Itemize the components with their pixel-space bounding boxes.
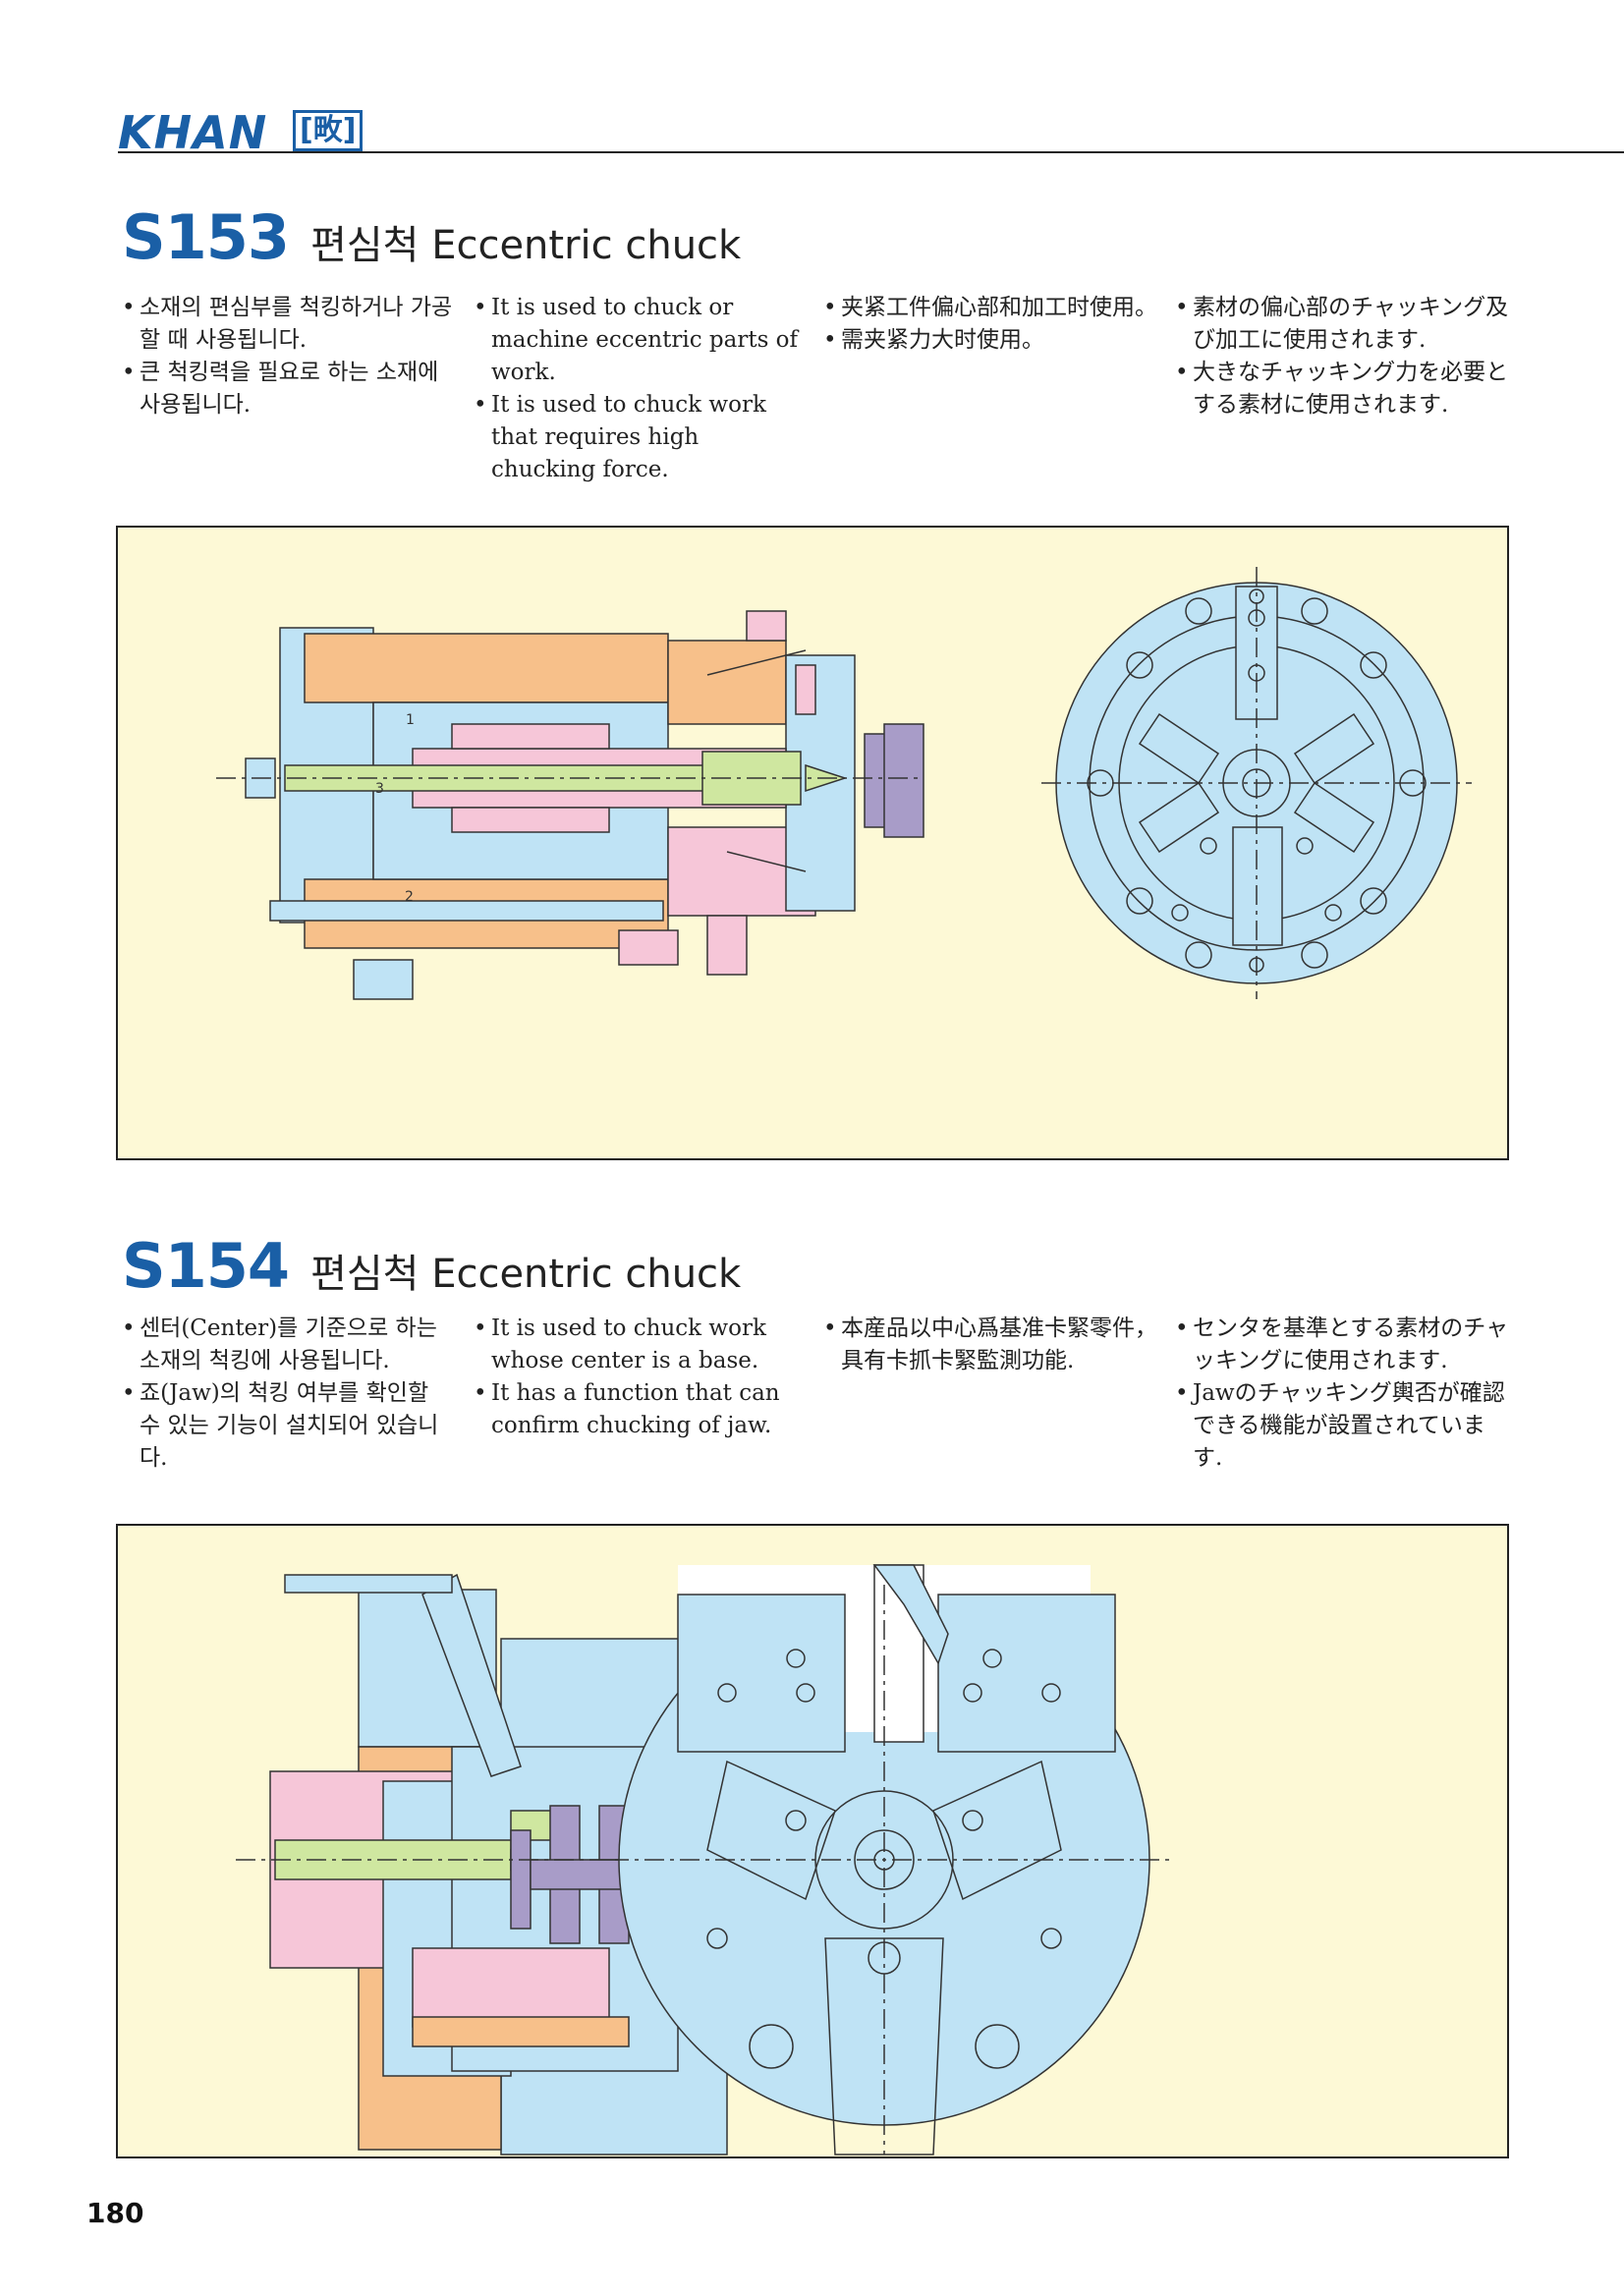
description-zh: 夹紧工件偏心部和加工时使用。 需夹紧力大时使用。: [823, 292, 1157, 357]
description-ko: 센터(Center)를 기준으로 하는 소재의 척킹에 사용됩니다. 죠(Jaw…: [122, 1313, 456, 1475]
desc-ja-item: 素材の偏心部のチャッキング及び加工に使用されます.: [1175, 292, 1513, 357]
desc-zh-item: 需夹紧力大时使用。: [823, 324, 1157, 357]
description-en: It is used to chuck or machine eccentric…: [474, 292, 804, 486]
desc-ko-item: 센터(Center)를 기준으로 하는 소재의 척킹에 사용됩니다.: [122, 1313, 456, 1377]
section-title-s153: S153 편심척 Eccentric chuck: [122, 201, 741, 280]
desc-zh-item: 本産品以中心爲基准卡緊零件，具有卡抓卡緊監測功能.: [823, 1313, 1157, 1377]
chuck-drawing-s153: 1 2 3: [216, 567, 1472, 1000]
page-number: 180: [86, 2197, 144, 2229]
desc-ko-item: 소재의 편심부를 척킹하거나 가공할 때 사용됩니다.: [122, 292, 456, 357]
section-title-s154: S154 편심척 Eccentric chuck: [122, 1230, 741, 1309]
desc-zh-item: 夹紧工件偏心部和加工时使用。: [823, 292, 1157, 324]
description-ja: センタを基準とする素材のチャッキングに使用されます. Jawのチャッキング輿否が…: [1175, 1313, 1513, 1475]
description-zh: 本産品以中心爲基准卡緊零件，具有卡抓卡緊監測功能.: [823, 1313, 1157, 1377]
page-header: KHAN [畋]: [118, 98, 1624, 159]
desc-ja-item: 大きなチャッキング力を必要とする素材に使用されます.: [1175, 357, 1513, 421]
product-title: 편심척 Eccentric chuck: [310, 1252, 742, 1297]
chuck-drawing-s154: [236, 1564, 1169, 2156]
desc-en-item: It is used to chuck work that requires h…: [474, 389, 804, 486]
drawing-panel-s153: 1 2 3: [116, 526, 1509, 1160]
header-rule: [118, 151, 1624, 153]
desc-en-item: It is used to chuck or machine eccentric…: [474, 292, 804, 389]
brand-logo: KHAN: [118, 106, 268, 159]
desc-ja-item: センタを基準とする素材のチャッキングに使用されます.: [1175, 1313, 1513, 1377]
desc-ko-item: 큰 척킹력을 필요로 하는 소재에 사용됩니다.: [122, 357, 456, 421]
product-code: S154: [122, 1230, 290, 1302]
part-label-2: 2: [405, 889, 414, 905]
brand-mark: [畋]: [293, 110, 364, 151]
desc-en-item: It is used to chuck work whose center is…: [474, 1313, 804, 1377]
description-ko: 소재의 편심부를 척킹하거나 가공할 때 사용됩니다. 큰 척킹력을 필요로 하…: [122, 292, 456, 421]
part-label-3: 3: [375, 781, 384, 797]
desc-ko-item: 죠(Jaw)의 척킹 여부를 확인할 수 있는 기능이 설치되어 있습니다.: [122, 1377, 456, 1475]
description-ja: 素材の偏心部のチャッキング及び加工に使用されます. 大きなチャッキング力を必要と…: [1175, 292, 1513, 421]
part-label-1: 1: [406, 712, 415, 728]
product-code: S153: [122, 201, 290, 273]
drawing-panel-s154: [116, 1524, 1509, 2158]
description-en: It is used to chuck work whose center is…: [474, 1313, 804, 1442]
desc-ja-item: Jawのチャッキング輿否が確認できる機能が設置されています.: [1175, 1377, 1513, 1475]
product-title: 편심척 Eccentric chuck: [310, 223, 742, 268]
desc-en-item: It has a function that can confirm chuck…: [474, 1377, 804, 1442]
